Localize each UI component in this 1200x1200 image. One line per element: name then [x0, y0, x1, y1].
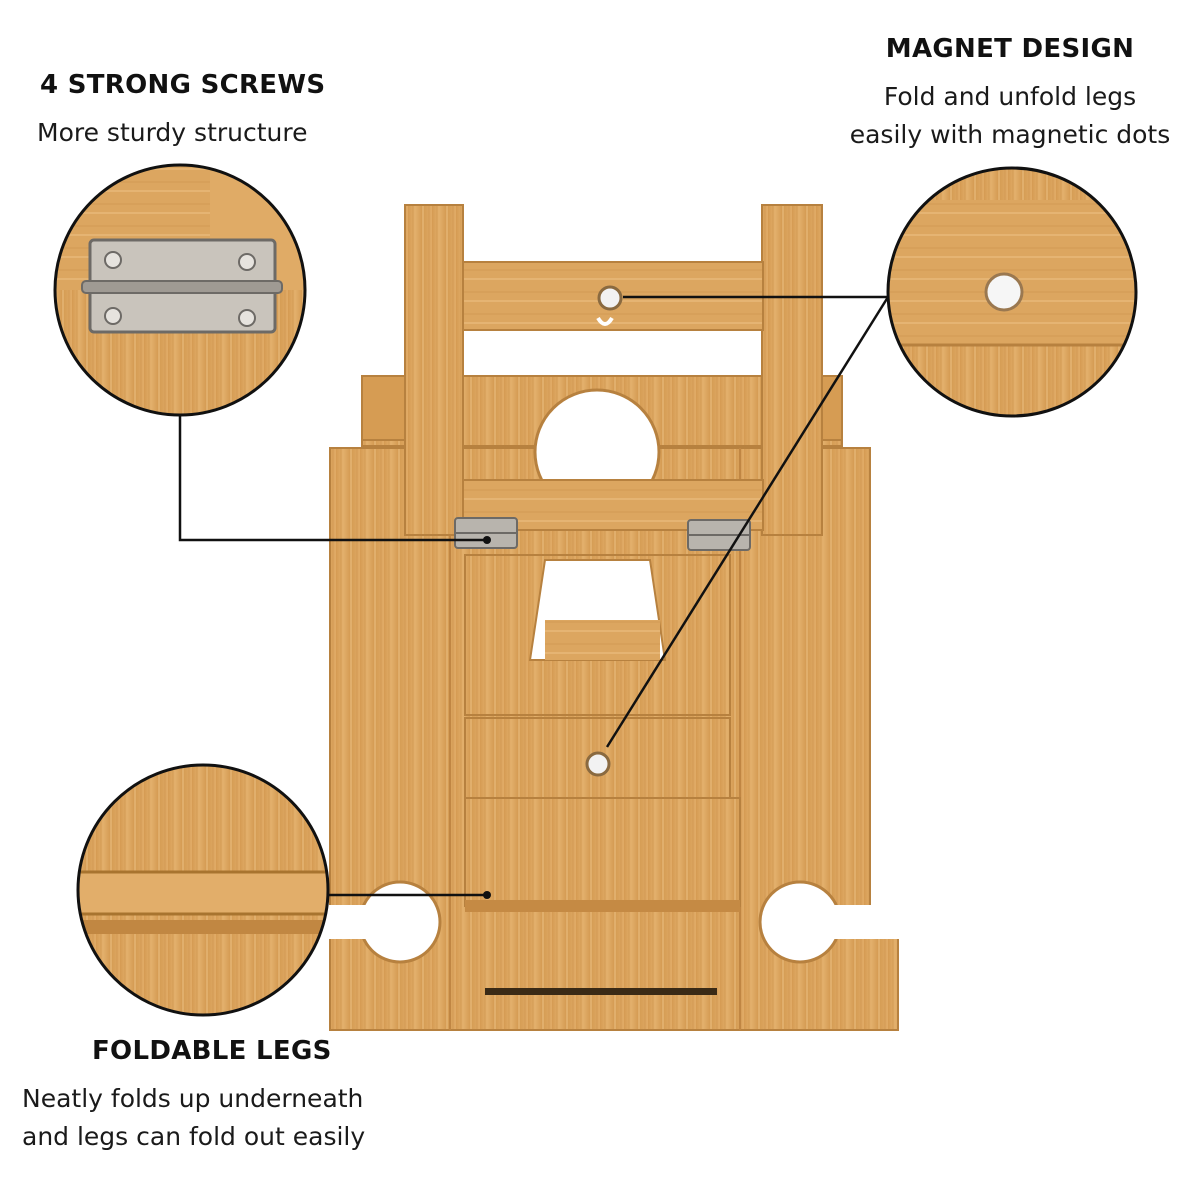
callout-lines: [178, 295, 890, 897]
magnet-description-line-2: easily with magnetic dots: [849, 120, 1171, 149]
folded-legs: [464, 554, 741, 912]
folded-leg-icon: [78, 870, 328, 934]
magnet-description-line-1: Fold and unfold legs: [883, 82, 1137, 111]
zoom-circle-magnet: [886, 166, 1138, 418]
screws-title: 4 STRONG SCREWS: [40, 70, 326, 100]
legs-description-line-2: and legs can fold out easily: [22, 1122, 366, 1151]
wine-glass-slot-left: [320, 880, 442, 964]
magnet-dot-upper: [597, 285, 623, 311]
hinge-icon: [81, 238, 283, 334]
wine-glass-slot-right: [758, 880, 900, 964]
legs-title: FOLDABLE LEGS: [92, 1036, 332, 1066]
bottle-slot: [485, 988, 717, 995]
magnet-dot-icon: [984, 272, 1024, 312]
zoom-circle-screws: [53, 163, 307, 417]
upright-leg-frame: [404, 204, 823, 536]
magnet-dot-lower: [585, 751, 611, 777]
zoom-circle-legs: [76, 763, 330, 1017]
screws-description: More sturdy structure: [37, 118, 308, 147]
legs-description-line-1: Neatly folds up underneath: [22, 1084, 364, 1113]
magnet-title: MAGNET DESIGN: [885, 34, 1135, 64]
